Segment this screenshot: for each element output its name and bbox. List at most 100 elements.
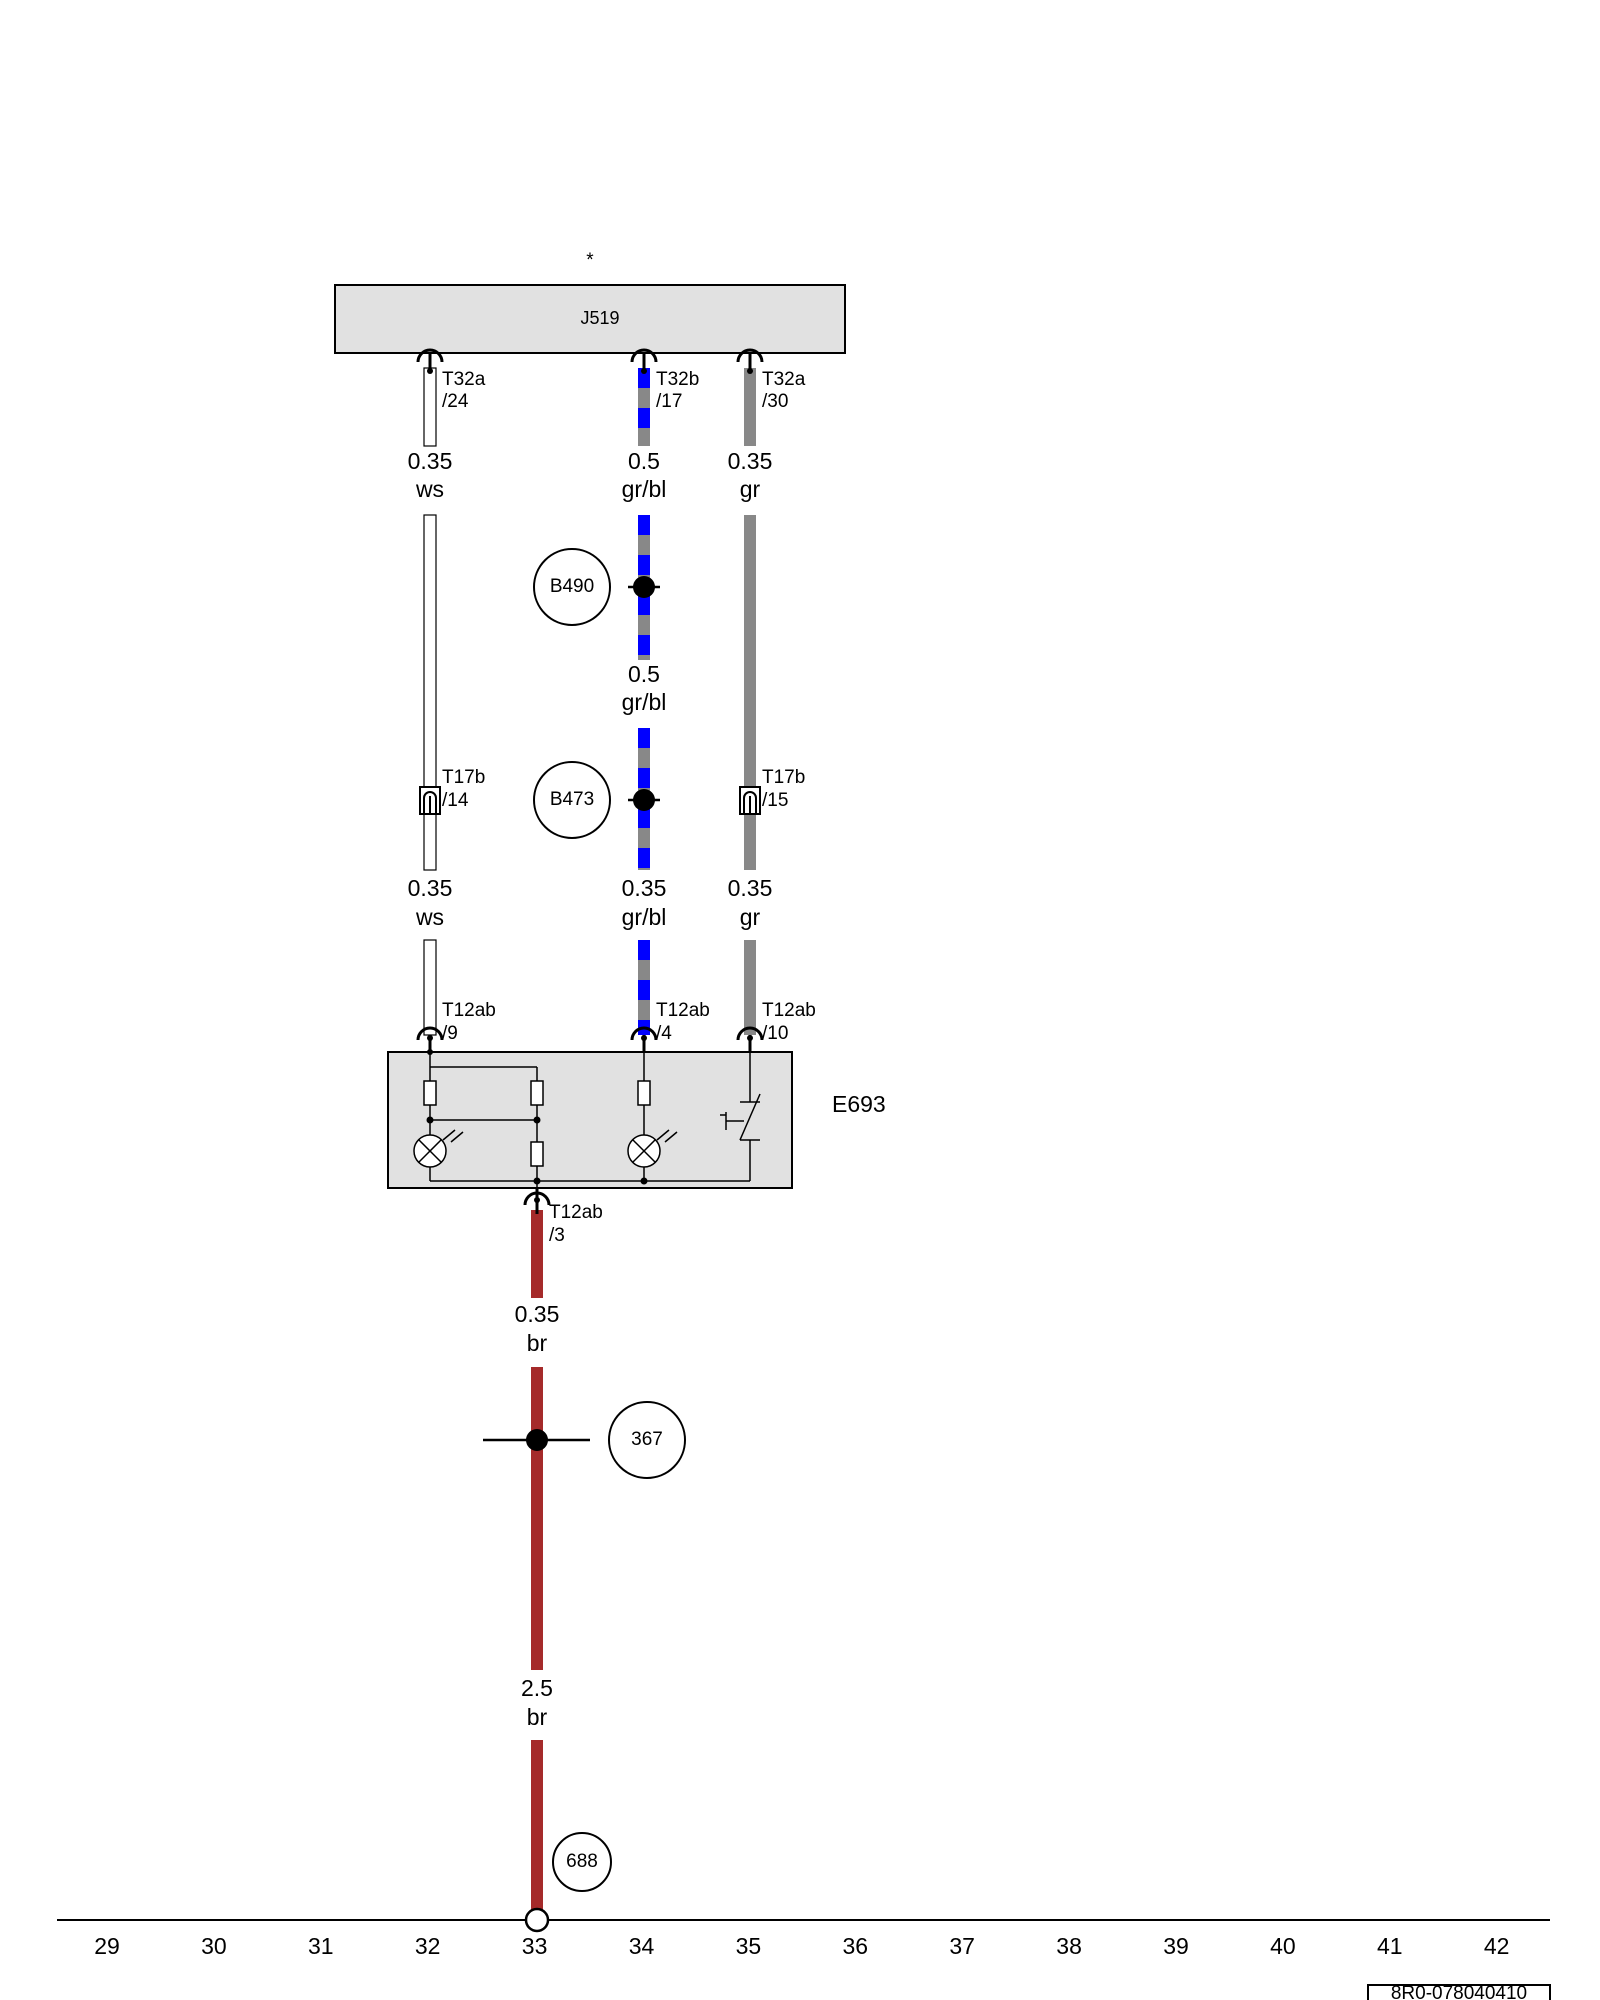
component-j519[interactable]: J519 (334, 284, 846, 354)
connector-c4-pin: /14 (442, 790, 469, 811)
pin-symbol-c2 (630, 348, 658, 374)
connector-c5[interactable]: T17b /15 (762, 767, 805, 811)
path-number-37: 37 (949, 1933, 975, 1959)
path-number-33: 33 (522, 1933, 548, 1959)
j519-box (334, 284, 846, 354)
connector-c6[interactable]: T12ab /9 (442, 1000, 496, 1044)
connector-c3-pin: /30 (762, 391, 788, 412)
path-number-30: 30 (201, 1933, 227, 1959)
wire-ws-seg1 (423, 367, 437, 447)
path-number-31: 31 (308, 1933, 334, 1959)
splice-b473-label: B473 (550, 789, 594, 810)
wire-label-w5-size: 0.35 (408, 875, 453, 901)
pin-symbol-c8 (736, 1026, 764, 1052)
connector-c7-pin: /4 (656, 1023, 672, 1044)
wire-label-w9: 2.5 br (521, 1675, 553, 1730)
connector-c5-id: T17b (762, 767, 805, 788)
connector-c3[interactable]: T32a /30 (762, 369, 806, 412)
wire-label-w9-size: 2.5 (521, 1675, 553, 1701)
wire-label-w5-color: ws (415, 904, 444, 930)
wire-label-w8-color: br (527, 1330, 548, 1356)
wire-label-w2-color: gr/bl (622, 476, 667, 502)
asterisk-marker: * (586, 250, 594, 271)
j519-label: J519 (580, 308, 619, 328)
inline-connector-symbol-c4 (419, 786, 441, 815)
ground-688-circle (552, 1832, 612, 1892)
connector-c1[interactable]: T32a /24 (442, 369, 486, 412)
wire-label-w1-color: ws (415, 476, 444, 502)
connector-c2-id: T32b (656, 369, 699, 390)
connector-c1-id: T32a (442, 369, 486, 390)
e693-label: E693 (832, 1091, 886, 1117)
connector-c6-id: T12ab (442, 1000, 496, 1021)
pin-symbol-c1 (416, 348, 444, 374)
wire-label-w6-color: gr/bl (622, 904, 667, 930)
component-e693[interactable]: E693 (387, 1049, 886, 1189)
ground-688[interactable]: 688 (552, 1832, 612, 1892)
wire-label-w1-size: 0.35 (408, 448, 453, 474)
connector-c2[interactable]: T32b /17 (656, 369, 699, 412)
connector-c8-pin: /10 (762, 1023, 788, 1044)
wire-label-w4-size: 0.5 (628, 661, 660, 687)
e693-light-arrows (442, 1129, 678, 1143)
path-number-42: 42 (1484, 1933, 1510, 1959)
path-number-29: 29 (94, 1933, 120, 1959)
wire-label-w4-color: gr/bl (622, 689, 667, 715)
connector-c1-pin: /24 (442, 391, 469, 412)
wire-label-w4: 0.5 gr/bl (622, 661, 667, 715)
splice-b490-label: B490 (550, 576, 594, 597)
wire-label-w6-size: 0.35 (622, 875, 667, 901)
ground-688-label: 688 (566, 1851, 598, 1872)
wire-ws-seg2 (423, 514, 437, 871)
footer-code-box (1367, 1984, 1551, 2000)
connector-c2-pin: /17 (656, 391, 682, 412)
wire-label-w8: 0.35 br (515, 1301, 560, 1356)
connector-c4-id: T17b (442, 767, 485, 788)
splice-b473[interactable]: B473 (533, 761, 660, 839)
wire-label-w7-size: 0.35 (728, 875, 773, 901)
splice-367[interactable]: 367 (483, 1401, 686, 1479)
path-number-36: 36 (843, 1933, 869, 1959)
splice-367-node (526, 1429, 548, 1451)
wire-label-w2-size: 0.5 (628, 448, 660, 474)
wire-label-w1: 0.35 ws (408, 448, 453, 502)
pin-symbol-c9 (523, 1188, 551, 1214)
path-number-39: 39 (1163, 1933, 1189, 1959)
connector-c5-pin: /15 (762, 790, 788, 811)
connector-c8[interactable]: T12ab /10 (762, 1000, 816, 1044)
ground-terminal (524, 1907, 550, 1933)
wire-label-w7: 0.35 gr (728, 875, 773, 930)
pin-symbol-c3 (736, 348, 764, 374)
wire-label-w8-size: 0.35 (515, 1301, 560, 1327)
inline-connector-symbol-c5 (739, 786, 761, 815)
splice-b490-node (633, 576, 655, 598)
connector-c6-pin: /9 (442, 1023, 458, 1044)
connector-c4[interactable]: T17b /14 (442, 767, 485, 811)
connector-c7-id: T12ab (656, 1000, 710, 1021)
splice-b490[interactable]: B490 (533, 548, 660, 626)
path-number-38: 38 (1056, 1933, 1082, 1959)
wire-label-w6: 0.35 gr/bl (622, 875, 667, 930)
wire-label-w3-size: 0.35 (728, 448, 773, 474)
path-number-40: 40 (1270, 1933, 1296, 1959)
pin-symbol-c7 (630, 1026, 658, 1052)
connector-c7[interactable]: T12ab /4 (656, 1000, 710, 1044)
wire-ws-seg3 (423, 939, 437, 1036)
wire-label-w5: 0.35 ws (408, 875, 453, 930)
wire-ws (423, 367, 437, 1036)
path-number-41: 41 (1377, 1933, 1403, 1959)
path-number-34: 34 (629, 1933, 655, 1959)
splice-b473-circle (533, 761, 611, 839)
connector-c9[interactable]: T12ab /3 (549, 1202, 603, 1246)
e693-internal-circuit (413, 1052, 761, 1188)
connector-c9-id: T12ab (549, 1202, 603, 1223)
e693-nodes (426, 1049, 648, 1185)
splice-b473-node (633, 789, 655, 811)
wire-label-w3: 0.35 gr (728, 448, 773, 502)
wire-label-w7-color: gr (740, 904, 761, 930)
footer-code: 8R0-078040410 (1367, 1983, 1551, 2000)
wire-label-w9-color: br (527, 1704, 548, 1730)
connector-c8-id: T12ab (762, 1000, 816, 1021)
